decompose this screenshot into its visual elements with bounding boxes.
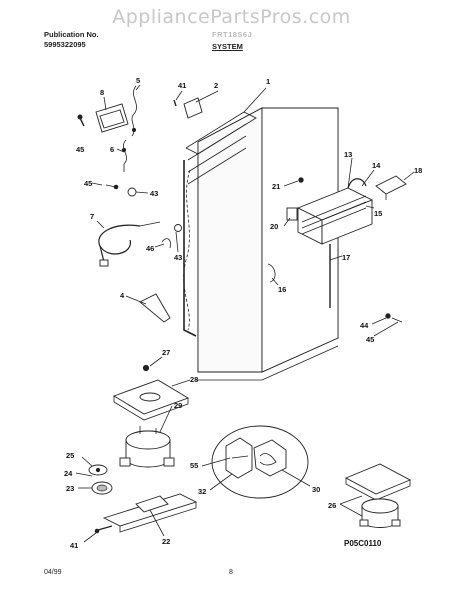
callout-45-mid: 45 <box>84 179 92 188</box>
bracket-4 <box>139 293 171 323</box>
callouts: 1 2 41 8 5 6 45 45 43 7 46 43 4 13 14 18… <box>64 76 422 550</box>
callout-27: 27 <box>162 348 170 357</box>
footer-page: 8 <box>229 569 233 576</box>
callout-43-top: 43 <box>150 189 158 198</box>
relay-overload <box>211 425 309 499</box>
callout-46: 46 <box>146 244 154 253</box>
callout-32: 32 <box>198 487 206 496</box>
callout-5: 5 <box>136 76 140 85</box>
callout-14: 14 <box>372 161 381 170</box>
callout-41-bottom: 41 <box>70 541 78 550</box>
watermark: AppliancePartsPros.com <box>112 6 351 28</box>
power-cord <box>98 221 161 267</box>
compressor <box>119 426 175 468</box>
callout-30: 30 <box>312 485 320 494</box>
callout-45-top: 45 <box>76 145 84 154</box>
grommets <box>88 464 113 495</box>
callout-6: 6 <box>110 145 114 154</box>
callout-44: 44 <box>360 321 369 330</box>
filter-drier <box>95 103 129 133</box>
callout-25: 25 <box>66 451 74 460</box>
screw-27 <box>142 364 150 372</box>
callout-26: 26 <box>328 501 336 510</box>
callout-16: 16 <box>278 285 286 294</box>
callout-28-html: 28 <box>190 375 199 384</box>
drain-pan <box>112 379 190 421</box>
drier-bracket <box>375 175 407 200</box>
callout-8: 8 <box>100 88 104 97</box>
capillary-tube <box>267 263 276 283</box>
footer-date: 04/99 <box>44 569 62 576</box>
base-rail <box>102 493 198 533</box>
bracket-2 <box>183 97 203 119</box>
callout-13: 13 <box>344 150 352 159</box>
condenser-coil <box>183 111 257 337</box>
callout-7: 7 <box>90 212 94 221</box>
publication-number: 5995322095 <box>44 40 86 49</box>
callout-23: 23 <box>66 484 74 493</box>
cabinet <box>196 107 339 381</box>
callout-29: 29 <box>174 401 182 410</box>
callout-41: 41 <box>178 81 186 90</box>
callout-24: 24 <box>64 469 73 478</box>
callout-1: 1 <box>266 77 270 86</box>
leader-lines <box>75 84 415 543</box>
callout-22: 22 <box>162 537 170 546</box>
callout-21: 21 <box>272 182 280 191</box>
section-title: SYSTEM <box>212 42 243 51</box>
compressor-alt <box>344 463 412 528</box>
callout-18: 18 <box>414 166 422 175</box>
callout-20: 20 <box>270 222 278 231</box>
figure-code: P05C0110 <box>344 539 382 548</box>
callout-15: 15 <box>374 209 382 218</box>
callout-17: 17 <box>342 253 350 262</box>
evaporator <box>296 178 374 245</box>
callout-2: 2 <box>214 81 218 90</box>
callout-45-right: 45 <box>366 335 374 344</box>
clamp-43 <box>127 187 137 197</box>
thermostat <box>286 207 298 221</box>
callout-55: 55 <box>190 461 198 470</box>
screw-21 <box>298 177 304 183</box>
publication-label: Publication No. <box>44 30 99 39</box>
model-number: FRT18S6J <box>212 30 253 39</box>
callout-43-low: 43 <box>174 253 182 262</box>
callout-4: 4 <box>120 291 125 300</box>
